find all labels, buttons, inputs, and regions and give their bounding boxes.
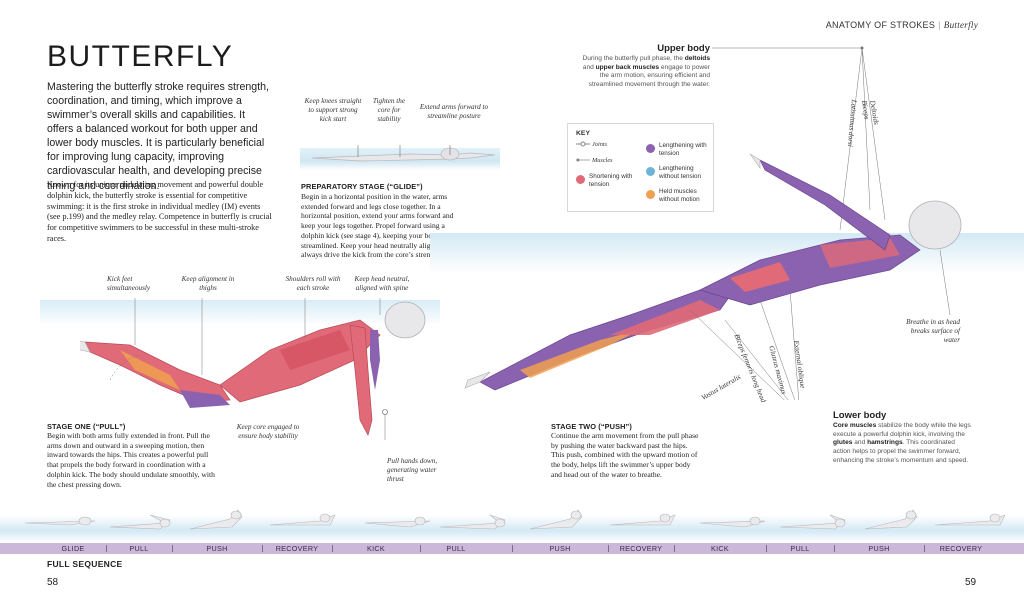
- intro-paragraph: Mastering the butterfly stroke requires …: [47, 81, 269, 192]
- pull-swimmer-figure: [80, 298, 426, 440]
- stage2-heading: STAGE TWO (“PUSH”): [551, 422, 632, 431]
- seq-divider: [262, 545, 263, 552]
- stage1-heading: STAGE ONE (“PULL”): [47, 422, 126, 431]
- sequence-water: [0, 515, 1024, 543]
- upper-body-leader-lines: [712, 46, 886, 231]
- full-sequence-label: FULL SEQUENCE: [47, 559, 123, 569]
- seq-divider: [106, 545, 107, 552]
- key-title: KEY: [576, 130, 590, 137]
- intro-detail-paragraph: Known for its unique undulating movement…: [47, 180, 272, 243]
- pull-label-thighs: Keep alignment in thighs: [181, 275, 235, 292]
- shortening-swatch: [576, 175, 585, 184]
- page-number-right: 59: [965, 577, 977, 588]
- joint-icon: [576, 141, 590, 147]
- seq-kick-2: KICK: [711, 544, 729, 553]
- seq-kick-1: KICK: [367, 544, 385, 553]
- seq-glide: GLIDE: [61, 544, 85, 553]
- seq-push-1: PUSH: [206, 544, 228, 553]
- breathe-label: Breathe in as head breaks surface of wat…: [906, 318, 960, 344]
- pull-label-shoulders: Shoulders roll with each stroke: [285, 275, 341, 292]
- pull-label-hands: Pull hands down, generating water thrust: [387, 457, 438, 483]
- stage1-text: Begin with both arms fully extended in f…: [47, 431, 215, 489]
- key-lengthening: Lengthening with tension: [659, 142, 707, 157]
- running-head: ANATOMY OF STROKES|Butterfly: [825, 20, 978, 30]
- pull-water: [40, 300, 440, 326]
- seq-divider: [766, 545, 767, 552]
- running-head-section: ANATOMY OF STROKES: [825, 20, 936, 30]
- lengthening-swatch: [646, 144, 655, 153]
- seq-divider: [834, 545, 835, 552]
- seq-push-3: PUSH: [868, 544, 890, 553]
- muscle-icon: [576, 158, 590, 162]
- seq-divider: [674, 545, 675, 552]
- page-title: BUTTERFLY: [47, 40, 234, 73]
- seq-pull-3: PULL: [790, 544, 810, 553]
- seq-divider: [172, 545, 173, 552]
- seq-pull-1: PULL: [129, 544, 149, 553]
- key-joints: Joints: [592, 141, 608, 148]
- prep-heading: PREPARATORY STAGE (“GLIDE”): [301, 182, 423, 191]
- sequence-swimmers: [24, 509, 1006, 530]
- seq-recovery-1: RECOVERY: [275, 544, 319, 553]
- seq-pull-2: PULL: [446, 544, 466, 553]
- lengthening-no-tension-swatch: [646, 167, 655, 176]
- running-head-sub: Butterfly: [943, 20, 978, 30]
- lower-body-text: Core muscles stabilize the body while th…: [833, 422, 971, 464]
- upper-body-heading: Upper body: [657, 43, 710, 54]
- glide-label-knees: Keep knees straight to support strong ki…: [304, 97, 362, 123]
- legend-key: KEY Joints Muscles Shortening with tensi…: [567, 123, 714, 212]
- held-swatch: [646, 190, 655, 199]
- lower-body-heading: Lower body: [833, 410, 887, 421]
- pull-label-core: Keep core engaged to ensure body stabili…: [236, 423, 300, 440]
- glide-label-core: Tighten the core for stability: [372, 97, 406, 123]
- page-number-left: 58: [47, 577, 59, 588]
- stage2-text: Continue the arm movement from the pull …: [551, 431, 699, 479]
- key-lengthening-no: Lengthening without tension: [659, 165, 702, 180]
- push-swimmer-figure: [464, 153, 962, 400]
- seq-divider: [512, 545, 513, 552]
- seq-push-2: PUSH: [549, 544, 571, 553]
- glide-swimmer-figure: [311, 145, 496, 162]
- key-muscles: Muscles: [592, 157, 613, 164]
- seq-recovery-2: RECOVERY: [619, 544, 663, 553]
- key-held: Held muscles without motion: [659, 188, 700, 203]
- pull-label-kick: Kick feet simultaneously: [107, 275, 151, 292]
- seq-divider: [608, 545, 609, 552]
- seq-divider: [332, 545, 333, 552]
- pull-label-head: Keep head neutral, aligned with spine: [354, 275, 410, 292]
- seq-divider: [924, 545, 925, 552]
- seq-recovery-3: RECOVERY: [939, 544, 983, 553]
- glide-label-arms: Extend arms forward to streamline postur…: [419, 103, 489, 120]
- seq-divider: [420, 545, 421, 552]
- upper-body-text: During the butterfly pull phase, the del…: [582, 55, 710, 89]
- prep-text: Begin in a horizontal position in the wa…: [301, 192, 457, 260]
- key-shortening: Shortening with tension: [589, 173, 633, 188]
